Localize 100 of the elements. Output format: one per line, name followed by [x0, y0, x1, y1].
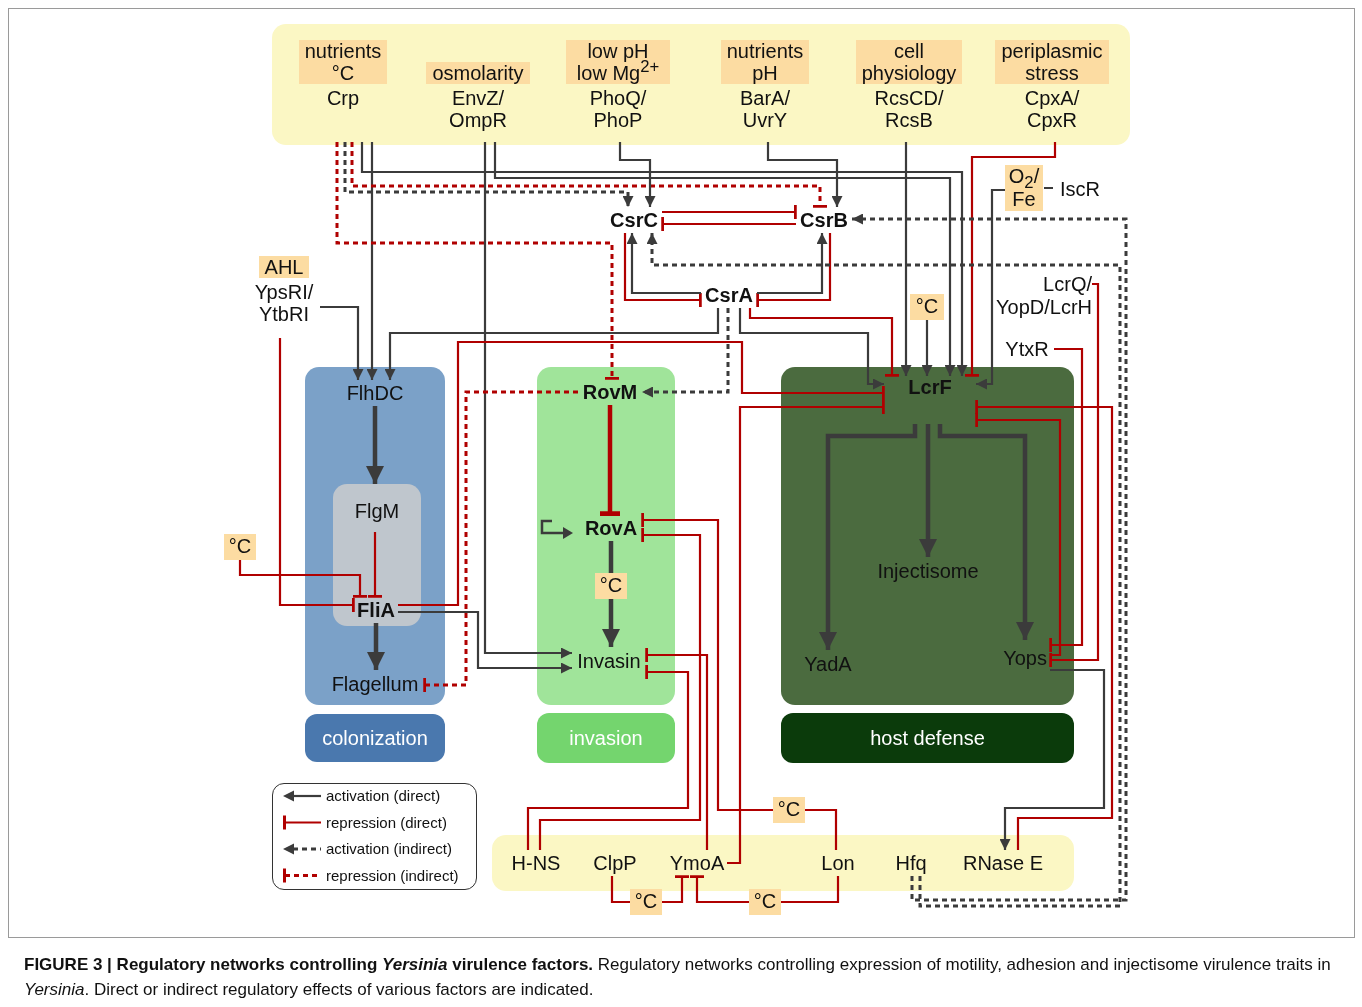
repression-line	[662, 208, 797, 216]
regulator-label: IscR	[1059, 177, 1101, 201]
activation-arrow	[999, 668, 1106, 850]
regulator-label: CsrC	[606, 207, 662, 233]
regulator-label: CpxA/ CpxR	[1024, 87, 1080, 131]
activation-arrow	[366, 142, 378, 380]
repression-line	[278, 338, 355, 609]
repression-line	[623, 233, 702, 304]
regulator-label: FliA	[354, 597, 398, 623]
regulator-label: CsrA	[701, 282, 757, 308]
module-title: invasion	[537, 713, 675, 763]
regulator-label: H-NS	[508, 850, 564, 876]
module-title: host defense	[781, 713, 1074, 763]
regulator-label: RcsCD/ RcsB	[874, 87, 944, 131]
signal-tag: periplasmic stress	[995, 40, 1109, 84]
repression-line	[526, 668, 690, 850]
repression-line	[756, 233, 832, 304]
module-title: colonization	[305, 714, 445, 762]
activation-arrow	[921, 320, 933, 376]
repression-line	[1049, 347, 1084, 649]
activation-arrow	[366, 406, 384, 484]
regulator-label: FlhDC	[342, 380, 408, 406]
activation-arrow	[646, 233, 1122, 908]
activation-arrow	[976, 188, 1005, 390]
regulator-label: Lon	[818, 850, 858, 876]
link-line	[781, 876, 840, 904]
signal-tag: AHL	[258, 256, 310, 278]
activation-arrow	[384, 308, 720, 380]
repression-line	[371, 532, 379, 598]
signal-tag: °C	[773, 797, 805, 823]
repression-line	[423, 390, 578, 689]
figure-caption: FIGURE 3 | Regulatory networks controlling Yersinia virulence factors. Regulatory networks controlling expression of motility, adhesion and injectisome virulence traits in Yersinia. Direct or indirect regulatory effects of various factors are indicated.	[24, 954, 1332, 1001]
repression-line	[662, 875, 686, 904]
regulator-label: YtxR	[1000, 337, 1054, 361]
activation-arrow	[738, 308, 884, 390]
activation-arrow	[360, 142, 968, 376]
regulator-label: Flagellum	[326, 670, 424, 698]
module-panel	[781, 367, 1074, 705]
regulator-label: LcrF	[884, 376, 976, 424]
regulator-label: YadA	[798, 650, 858, 678]
signal-tag: °C	[910, 294, 944, 320]
regulator-label: RovA	[580, 515, 642, 541]
activation-arrow	[483, 142, 572, 659]
activation-arrow	[937, 424, 1034, 640]
repression-line	[1049, 282, 1100, 664]
repression-line	[975, 403, 1114, 850]
signal-tag: °C	[224, 534, 256, 560]
signal-tag: °C	[749, 889, 781, 915]
regulator-label: Injectisome	[866, 557, 990, 585]
regulator-label: CsrB	[796, 207, 852, 233]
repression-line	[748, 308, 896, 377]
activation-arrow	[757, 233, 828, 295]
repression-line	[661, 220, 796, 228]
link-line	[608, 541, 614, 573]
activation-arrow	[900, 142, 912, 376]
signal-tag: cell physiology	[855, 40, 963, 84]
activation-arrow	[766, 142, 843, 207]
regulator-label: YmoA	[667, 850, 727, 876]
activation-arrow	[819, 424, 918, 650]
legend-label: activation (direct)	[326, 786, 441, 806]
regulator-label: EnvZ/ OmpR	[449, 87, 507, 131]
module-panel	[537, 367, 675, 705]
activation-arrow	[919, 424, 937, 557]
regulator-box	[333, 484, 421, 626]
regulator-label: BarA/ UvrY	[740, 87, 790, 131]
repression-line	[645, 651, 709, 850]
background-band	[272, 24, 1130, 145]
activation-arrow	[367, 623, 385, 670]
signal-tag: °C	[630, 889, 662, 915]
repression-line	[603, 405, 617, 517]
activation-arrow	[852, 213, 1128, 902]
signal-tag: nutrients pH	[720, 40, 810, 84]
repression-line	[398, 340, 885, 607]
link-line	[805, 808, 838, 850]
regulator-label: PhoQ/ PhoP	[589, 87, 647, 131]
regulator-label: RovM	[578, 379, 642, 405]
activation-arrow	[642, 308, 730, 398]
regulator-label: LcrQ/ YopD/LcrH	[972, 273, 1092, 319]
repression-line	[693, 875, 749, 904]
activation-arrow	[626, 233, 701, 295]
signal-tag: nutrients °C	[298, 40, 388, 84]
repression-line	[538, 531, 702, 850]
repression-line	[335, 142, 616, 380]
repression-line	[350, 142, 824, 208]
background-band	[492, 835, 1074, 891]
legend-label: repression (direct)	[326, 812, 447, 833]
repression-line	[975, 416, 1062, 657]
regulator-label: Hfq	[891, 850, 931, 876]
activation-arrow	[320, 305, 364, 380]
repression-line	[641, 516, 773, 812]
module-panel	[305, 367, 445, 705]
activation-arrow	[602, 599, 620, 647]
regulator-label: Yops	[1000, 640, 1050, 676]
activation-arrow	[618, 142, 656, 207]
legend-label: repression (indirect)	[326, 865, 459, 886]
legend-label: activation (indirect)	[326, 839, 452, 859]
repression-line	[727, 403, 885, 865]
signal-tag: O$_{2}$/ Fe	[1005, 165, 1043, 211]
repression-line	[968, 142, 1057, 377]
regulator-label: Crp	[326, 87, 360, 109]
